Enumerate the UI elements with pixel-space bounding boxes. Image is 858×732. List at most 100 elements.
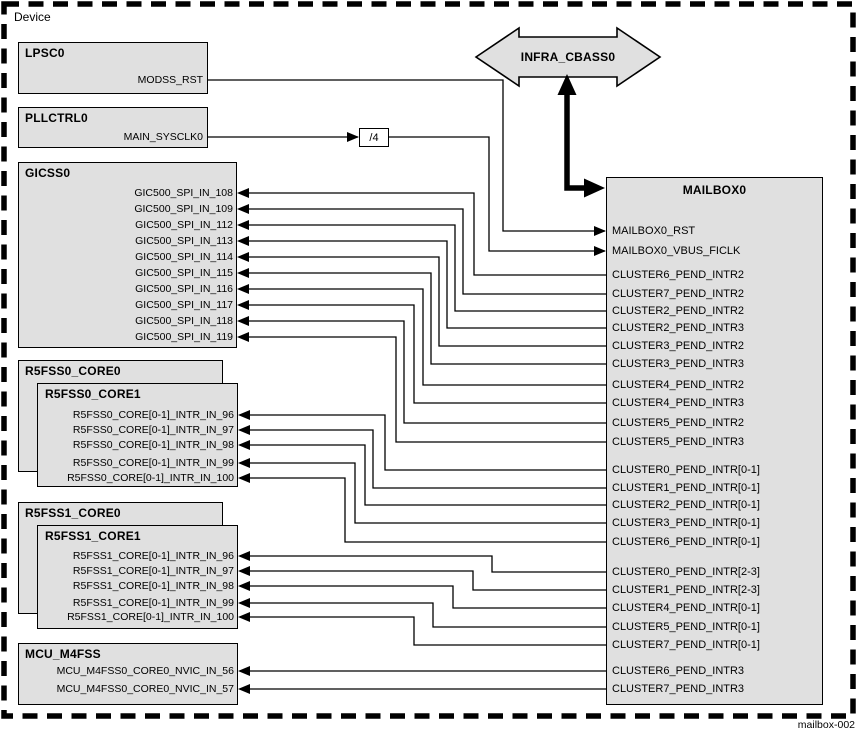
signal-label-mailbox0: CLUSTER3_PEND_INTR[0-1] [612,517,760,529]
bus-arrowhead-right-icon [584,178,605,198]
signal-label-mailbox0: CLUSTER7_PEND_INTR[0-1] [612,639,760,651]
infra-cbass0-double-arrow-shape [474,26,662,88]
signal-label-gicss0: GIC500_SPI_IN_108 [134,187,233,199]
signal-label-mcu_m4fss: MCU_M4FSS0_CORE0_NVIC_IN_56 [56,665,234,677]
wire-modss-rst-arrowhead-right-icon [594,226,606,236]
signal-label-r5fss1_core1: R5FSS1_CORE[0-1]_INTR_IN_98 [72,580,234,592]
signal-label-r5fss1_core1: R5FSS1_CORE[0-1]_INTR_IN_99 [72,597,234,609]
signal-label-mailbox0: MAILBOX0_VBUS_FICLK [612,245,741,257]
wire-cluster3-pend-intr-0-1--arrowhead-left-icon [238,458,250,468]
wire-cluster4-pend-intr2 [239,288,606,386]
wire-cluster6-pend-intr-0-1--arrowhead-left-icon [238,473,250,483]
wire-cluster1-pend-intr-0-1- [240,429,606,489]
block-r5fss1-core0-title: R5FSS1_CORE0 [25,506,121,520]
wire-cluster0-pend-intr-0-1- [240,414,606,471]
wire-cluster3-pend-intr2 [239,256,606,347]
signal-label-gicss0: GIC500_SPI_IN_113 [135,235,233,247]
signal-label-gicss0: GIC500_SPI_IN_117 [135,299,233,311]
signal-label-r5fss0_core1: R5FSS0_CORE[0-1]_INTR_IN_99 [72,457,234,469]
bus-arrow-line [564,86,589,191]
device-label: Device [14,10,51,24]
wire-cluster7-pend-intr-0-1--arrowhead-left-icon [238,612,250,622]
wire-cluster6-pend-intr3-arrowhead-left-icon [238,666,250,676]
wire-main-sysclk0-arrowhead-right-icon [347,132,359,142]
signal-label-mailbox0: CLUSTER1_PEND_INTR[0-1] [612,482,760,494]
block-r5fss1-core1 [37,525,238,629]
block-pllctrl0 [18,107,208,148]
signal-wires [208,79,606,694]
infra-cbass0-label: INFRA_CBASS0 [520,50,616,64]
signal-label-mailbox0: CLUSTER0_PEND_INTR[0-1] [612,464,760,476]
wire-cluster6-pend-intr2 [239,192,606,276]
signal-label-gicss0: GIC500_SPI_IN_114 [135,251,233,263]
wire-cluster1-pend-intr-0-1--arrowhead-left-icon [238,425,250,435]
block-gicss0 [18,162,237,348]
wire-cluster5-pend-intr3 [239,336,606,443]
signal-label-r5fss1_core1: R5FSS1_CORE[0-1]_INTR_IN_97 [72,565,234,577]
wire-cluster2-pend-intr2 [239,224,606,312]
wire-cluster4-pend-intr-0-1--arrowhead-left-icon [238,581,250,591]
wire-cluster5-pend-intr3-arrowhead-left-icon [237,332,249,342]
wire-cluster3-pend-intr-0-1- [240,462,606,524]
block-mailbox0 [606,177,823,705]
wire-cluster0-pend-intr-2-3- [240,555,606,573]
block-lpsc0 [18,42,208,94]
wire-cluster1-pend-intr-2-3--arrowhead-left-icon [238,566,250,576]
signal-label-gicss0: GIC500_SPI_IN_116 [135,283,233,295]
wire-cluster5-pend-intr-0-1- [240,602,606,628]
wire-cluster2-pend-intr2-arrowhead-left-icon [237,220,249,230]
signal-label-gicss0: GIC500_SPI_IN_112 [135,219,233,231]
block-gicss0-title: GICSS0 [25,166,71,180]
signal-label-mailbox0: CLUSTER4_PEND_INTR3 [612,397,745,409]
block-r5fss0-core1-title: R5FSS0_CORE1 [45,387,141,401]
wire-cluster5-pend-intr2 [239,320,606,424]
wire-cluster5-pend-intr-0-1--arrowhead-left-icon [238,598,250,608]
signal-label-r5fss1_core1: R5FSS1_CORE[0-1]_INTR_IN_96 [72,550,234,562]
wire-cluster7-pend-intr2 [239,208,606,295]
signal-label-mailbox0: CLUSTER2_PEND_INTR3 [612,322,745,334]
wire-cluster3-pend-intr2-arrowhead-left-icon [237,252,249,262]
signal-label-mailbox0: CLUSTER1_PEND_INTR[2-3] [612,584,760,596]
signal-label-gicss0: GIC500_SPI_IN_118 [135,315,233,327]
signal-label-mailbox0: CLUSTER4_PEND_INTR2 [612,379,745,391]
signal-label-gicss0: GIC500_SPI_IN_119 [135,331,233,343]
wire-cluster3-pend-intr3 [239,272,606,365]
wire-cluster5-pend-intr2-arrowhead-left-icon [237,316,249,326]
wire-modss-rst [208,79,605,232]
signal-label-mailbox0: CLUSTER2_PEND_INTR2 [612,305,745,317]
signal-label-mailbox0: CLUSTER0_PEND_INTR[2-3] [612,566,760,578]
wire-cluster2-pend-intr3 [239,240,606,329]
signal-label-mailbox0: MAILBOX0_RST [612,225,696,237]
block-r5fss0-core1 [37,383,238,487]
block-pllctrl0-title: PLLCTRL0 [25,111,88,125]
wire-cluster4-pend-intr3-arrowhead-left-icon [237,300,249,310]
wire-cluster2-pend-intr-0-1--arrowhead-left-icon [238,440,250,450]
signal-label-mcu_m4fss: MCU_M4FSS0_CORE0_NVIC_IN_57 [56,683,234,695]
signal-label-gicss0: GIC500_SPI_IN_109 [134,203,233,215]
signal-label-mailbox0: CLUSTER6_PEND_INTR2 [612,269,745,281]
clock-divider-block: /4 [359,128,389,147]
block-mcu-m4fss [18,643,238,705]
signal-label-pllctrl0: MAIN_SYSCLK0 [123,131,203,143]
signal-label-mailbox0: CLUSTER3_PEND_INTR2 [612,340,745,352]
wire-cluster4-pend-intr3 [239,304,606,404]
wire-cluster7-pend-intr2-arrowhead-left-icon [237,204,249,214]
signal-label-mailbox0: CLUSTER3_PEND_INTR3 [612,358,745,370]
signal-label-mailbox0: CLUSTER6_PEND_INTR[0-1] [612,536,760,548]
signal-label-mailbox0: CLUSTER5_PEND_INTR2 [612,417,745,429]
signal-label-mailbox0: CLUSTER7_PEND_INTR3 [612,683,745,695]
device-boundary-dashed-border [1,1,856,719]
wire-div4-out [389,136,605,252]
wire-cluster0-pend-intr-0-1--arrowhead-left-icon [238,410,250,420]
block-r5fss1-core1-title: R5FSS1_CORE1 [45,529,141,543]
signal-label-lpsc0: MODSS_RST [137,74,203,86]
wire-cluster2-pend-intr-0-1- [240,444,606,506]
signal-label-mailbox0: CLUSTER5_PEND_INTR3 [612,436,745,448]
wire-cluster6-pend-intr2-arrowhead-left-icon [237,188,249,198]
bus-arrowhead-up-icon [557,74,577,95]
block-mcu-m4fss-title: MCU_M4FSS [25,647,101,661]
wire-cluster7-pend-intr-0-1- [240,616,606,646]
wire-cluster6-pend-intr-0-1- [240,477,606,543]
